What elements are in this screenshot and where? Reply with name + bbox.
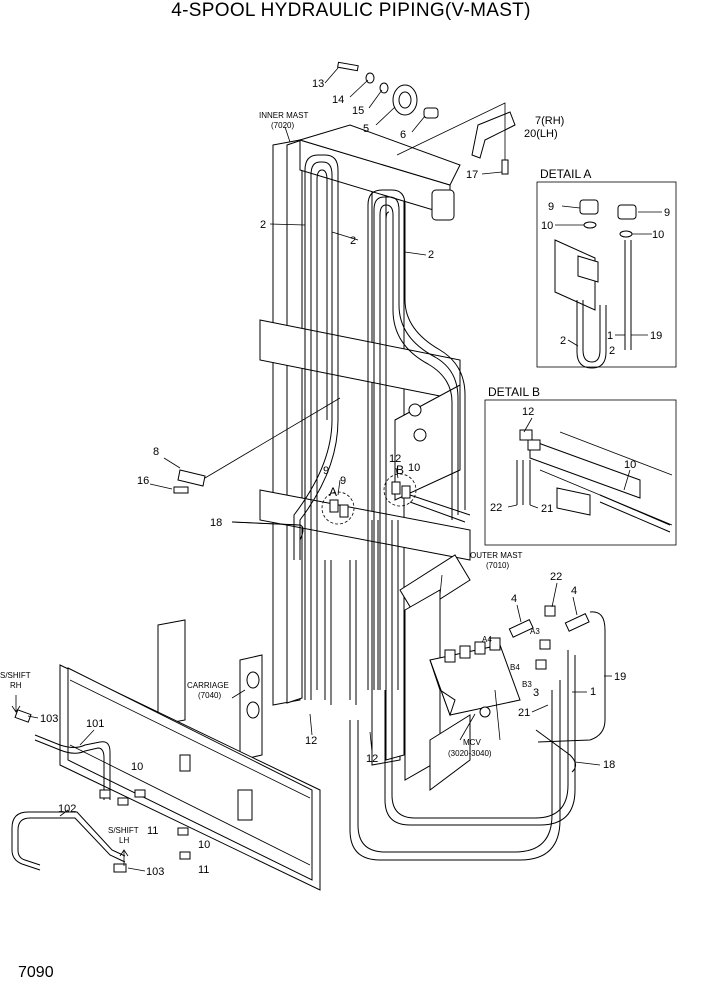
callout-102: 102 xyxy=(58,803,76,815)
callout-12: 12 xyxy=(389,453,401,465)
callout-5: 5 xyxy=(363,123,369,135)
callout-3: 3 xyxy=(533,687,539,699)
sideshift-lh-label: S/SHIFT xyxy=(108,826,139,835)
carriage xyxy=(59,619,321,891)
callout-2: 2 xyxy=(350,235,356,247)
carriage-label: CARRIAGE xyxy=(187,681,229,690)
outer-mast-code: (7010) xyxy=(486,561,509,570)
callout-12: 12 xyxy=(366,753,378,765)
port-b4: B4 xyxy=(510,663,520,672)
callout-10: 10 xyxy=(408,462,420,474)
mcv-valve xyxy=(429,582,612,773)
callout-4: 4 xyxy=(511,593,517,605)
detail-a-callout-9: 9 xyxy=(664,207,670,219)
carriage-code: (7040) xyxy=(198,691,221,700)
callout-20: 20(LH) xyxy=(524,128,558,140)
callout-7: 7(RH) xyxy=(535,115,564,127)
inner-mast xyxy=(259,124,471,766)
detail-b-callout-22: 22 xyxy=(490,502,502,514)
detail-b-title: DETAIL B xyxy=(488,385,540,399)
inner-mast-code: (7020) xyxy=(271,121,294,130)
detail-b-callout-21: 21 xyxy=(541,503,553,515)
port-b3: B3 xyxy=(522,680,532,689)
port-a3: A3 xyxy=(530,627,540,636)
callout-103: 103 xyxy=(146,866,164,878)
top-sheave-assembly xyxy=(324,61,516,175)
callout-9: 9 xyxy=(340,475,346,487)
inner-mast-label: INNER MAST xyxy=(259,111,308,120)
part-callouts: 13 14 15 5 6 7(RH) 20(LH) 17 2 2 2 8 16 … xyxy=(40,78,626,878)
detail-a-callout-10: 10 xyxy=(652,229,664,241)
detail-a-marker: A xyxy=(329,485,337,499)
hose-clamp-parts xyxy=(149,397,341,541)
callout-19: 19 xyxy=(614,671,626,683)
mcv-code: (3020-3040) xyxy=(448,749,492,758)
callout-10: 10 xyxy=(198,839,210,851)
detail-a-panel xyxy=(536,181,677,369)
outer-mast xyxy=(394,384,471,791)
detail-a-callout-2: 2 xyxy=(609,345,615,357)
callout-21: 21 xyxy=(518,707,530,719)
assembly-labels: INNER MAST (7020) OUTER MAST (7010) CARR… xyxy=(0,111,540,845)
callout-18: 18 xyxy=(603,759,615,771)
callout-1: 1 xyxy=(590,686,596,698)
detail-a-callout-2: 2 xyxy=(560,335,566,347)
callout-11: 11 xyxy=(198,864,209,876)
detail-a-callout-1: 1 xyxy=(607,330,613,342)
detail-a-callout-10: 10 xyxy=(541,220,553,232)
callout-9: 9 xyxy=(323,465,329,477)
outer-mast-label: OUTER MAST xyxy=(470,551,523,560)
leader-lines xyxy=(231,126,476,753)
page-number: 7090 xyxy=(18,964,54,981)
callout-17: 17 xyxy=(466,169,478,181)
port-a4: A4 xyxy=(482,635,492,644)
callout-12: 12 xyxy=(305,735,317,747)
callout-11: 11 xyxy=(147,825,158,837)
detail-a-title: DETAIL A xyxy=(540,167,591,181)
sideshift-hoses xyxy=(11,695,191,873)
carriage-hoses xyxy=(324,520,399,705)
callout-8: 8 xyxy=(153,446,159,458)
detail-b-marker: B xyxy=(396,463,404,477)
detail-b-callout-10: 10 xyxy=(624,459,636,471)
callout-10: 10 xyxy=(131,761,143,773)
callout-6: 6 xyxy=(400,129,406,141)
sideshift-rh-sublabel: RH xyxy=(10,681,22,690)
callout-103: 103 xyxy=(40,713,58,725)
callout-4: 4 xyxy=(571,585,577,597)
mast-hose-bundle xyxy=(293,154,576,861)
detail-b-labels: DETAIL B 12 10 22 21 xyxy=(488,385,636,515)
callout-22: 22 xyxy=(550,571,562,583)
detail-b-panel xyxy=(484,399,677,546)
detail-b-callout-12: 12 xyxy=(522,406,534,418)
sideshift-lh-sublabel: LH xyxy=(119,836,129,845)
sideshift-rh-label: S/SHIFT xyxy=(0,671,31,680)
mcv-label: MCV xyxy=(463,738,481,747)
callout-18: 18 xyxy=(210,517,222,529)
callout-16: 16 xyxy=(137,475,149,487)
callout-101: 101 xyxy=(86,718,104,730)
callout-14: 14 xyxy=(332,94,344,106)
detail-circles xyxy=(321,473,471,525)
callout-13: 13 xyxy=(312,78,324,90)
detail-a-callout-19: 19 xyxy=(650,330,662,342)
page-title: 4-SPOOL HYDRAULIC PIPING(V-MAST) xyxy=(171,0,531,21)
detail-a-labels: DETAIL A 9 9 10 10 1 19 2 2 xyxy=(540,167,670,357)
detail-a-callout-9: 9 xyxy=(548,201,554,213)
callout-15: 15 xyxy=(352,105,364,117)
callout-2: 2 xyxy=(428,249,434,261)
callout-2: 2 xyxy=(260,219,266,231)
